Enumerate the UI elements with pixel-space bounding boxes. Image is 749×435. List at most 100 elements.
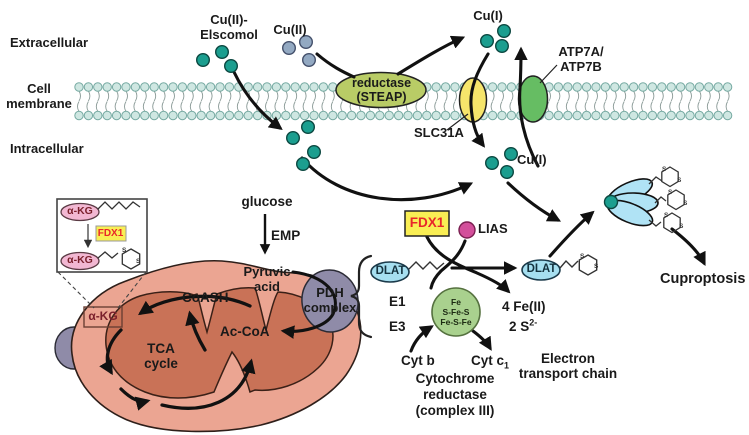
- sulfur-atom-label: S: [136, 258, 141, 265]
- cyt-b-label: Cyt b: [401, 353, 435, 368]
- atp7-pointer-line: [539, 64, 558, 84]
- dlat-right-shape: [521, 259, 561, 281]
- fdx1-box: [404, 210, 450, 237]
- tca-arc-right: [160, 358, 256, 410]
- inset-fdx1-box: [95, 225, 127, 242]
- steap-reductase-shape: [335, 71, 427, 109]
- sulfur-atom-label: S: [664, 212, 669, 219]
- sulfur-atom-label: S: [683, 200, 688, 207]
- electron-transport-chain-label: Electron transport chain: [518, 351, 618, 382]
- acyl-chain-zigzag: [97, 201, 141, 210]
- tca-arc-bottom: [119, 387, 151, 411]
- complex-iii-label: Cytochrome reductase (complex III): [415, 371, 495, 419]
- inset-dashed-line-left: [57, 271, 95, 309]
- bound-copper-ion: [603, 194, 619, 210]
- tca-arc-left: [99, 328, 123, 376]
- lipoyl-ring: [578, 254, 598, 276]
- sulfur-atom-label: S: [662, 166, 667, 173]
- arrow-cytb-to-fes: [409, 325, 434, 353]
- inset-akg-top-label: α-KG: [67, 205, 93, 217]
- tca-cycle-arrows: [99, 294, 256, 411]
- acyl-chain-zigzag: [408, 261, 445, 270]
- dlat-aggregate: S S S S S S: [603, 166, 688, 234]
- tca-arc-top: [138, 294, 252, 316]
- slc31a-label: SLC31A: [414, 125, 464, 140]
- pdh-complex-label: PDH complex: [303, 285, 357, 315]
- cyt-c-sub: 1: [504, 360, 510, 371]
- copper-i-ions: [195, 24, 519, 179]
- lipoylation-inset: S S: [56, 198, 148, 309]
- cu1-extracellular-label: Cu(I): [473, 8, 503, 23]
- lias-label: LIAS: [478, 221, 508, 236]
- arrow-cu-to-cu1-pool: [300, 156, 474, 202]
- sulfur-atom-label: S: [122, 247, 127, 254]
- steap-label: reductase (STEAP): [351, 76, 412, 104]
- intracellular-label: Intracellular: [10, 141, 84, 156]
- arrow-cu1-to-dlat: [506, 181, 562, 222]
- dlat-left-label: DLAT: [375, 265, 406, 277]
- s-release-label: 2 S2-: [509, 317, 538, 334]
- sulfur-atom-label: S: [668, 189, 673, 196]
- lipoyl-ring: [661, 166, 679, 188]
- arrow-to-cuproptosis: [670, 227, 706, 267]
- cell-membrane-label: Cell membrane: [6, 81, 72, 111]
- inset-dashed-line-right: [117, 271, 147, 309]
- s-release-base: 2 S: [509, 319, 530, 334]
- lias-dot: [458, 221, 476, 239]
- fe-release-label: 4 Fe(II): [502, 299, 546, 314]
- akg-ellipse-top: [60, 202, 100, 222]
- akg-box: [83, 306, 123, 328]
- pyruvic-acid-label: Pyruvic acid: [243, 264, 291, 294]
- sulfur-atom-label: S: [580, 253, 585, 260]
- lipoyl-ring: [663, 212, 681, 234]
- akg-ellipse-bottom: [60, 251, 100, 271]
- arrow-to-coash: [185, 310, 207, 352]
- arrow-fes-to-cytc1: [471, 329, 492, 351]
- acyl-chain-zigzag: [648, 176, 663, 185]
- atp7-label: ATP7A/ ATP7B: [558, 44, 604, 74]
- cyt-c1-label: Cyt c1: [471, 353, 510, 371]
- fe-s-cluster-label: Fe S-Fe-S Fe-S-Fe: [440, 297, 472, 327]
- sulfur-atom-label: S: [679, 223, 684, 230]
- s-release-sup: 2-: [529, 317, 538, 328]
- fdx1-label: FDX1: [409, 215, 445, 230]
- copper-ii-ions: [282, 35, 317, 68]
- extracellular-label: Extracellular: [10, 35, 89, 50]
- acyl-chain-zigzag: [654, 196, 667, 204]
- pdh-components-brace: [350, 254, 373, 339]
- fe-s-cluster-shape: [431, 287, 481, 337]
- lipoylation-arrows: [409, 235, 518, 353]
- arrow-lias-to-fes: [429, 239, 467, 290]
- arrow-fdx1-to-fe-release: [425, 235, 511, 294]
- arrow-dlat-aggregation: [548, 210, 595, 258]
- dlat-right-label: DLAT: [526, 263, 557, 275]
- arrow-elesclomol-import: [232, 70, 283, 131]
- acyl-chain-zigzag: [97, 251, 119, 259]
- inset-akg-bottom-label: α-KG: [67, 254, 93, 266]
- cuproptosis-label: Cuproptosis: [660, 271, 746, 287]
- arrow-steap-to-cu1: [396, 35, 466, 76]
- arrow-cu1-export-atp7: [514, 46, 540, 168]
- ac-coa-label: Ac-CoA: [220, 324, 270, 339]
- arrow-cu2-to-steap: [315, 52, 356, 79]
- pdh-complex-shape: [301, 269, 359, 333]
- copper-trafficking-arrows: [232, 35, 706, 267]
- emp-label: EMP: [271, 228, 301, 243]
- atp7-transporter-shape: [517, 75, 549, 123]
- akg-mito-label: α-KG: [88, 309, 118, 323]
- acyl-chain-zigzag: [559, 259, 579, 269]
- cu2-label: Cu(II): [273, 22, 307, 37]
- acyl-chain-zigzag: [648, 219, 662, 227]
- cyt-c-base: Cyt c: [471, 353, 505, 368]
- arrow-pyruvate-to-accoa: [280, 270, 337, 339]
- inset-fdx1-label: FDX1: [97, 228, 124, 239]
- coash-label: CoASH: [182, 290, 229, 305]
- dlat-left-shape: [370, 261, 410, 283]
- slc31a-pointer-line: [446, 113, 469, 131]
- e3-label: E3: [389, 319, 406, 334]
- lipoyl-ring: [667, 189, 685, 211]
- cu2-elesclomol-label: Cu(II)- Elscomol: [200, 12, 258, 42]
- lipoyl-ring: [121, 248, 141, 270]
- sulfur-atom-label: S: [677, 177, 682, 184]
